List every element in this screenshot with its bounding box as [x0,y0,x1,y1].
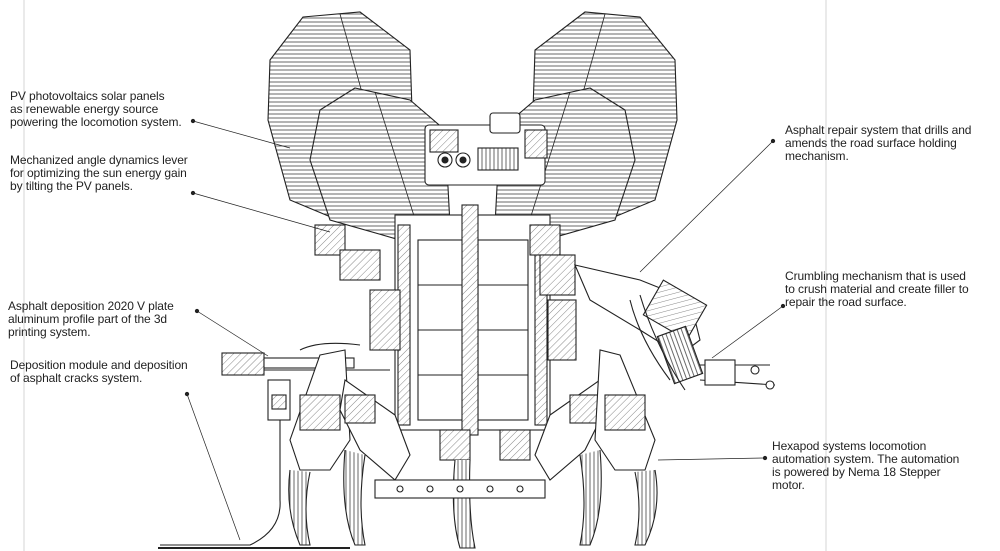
annotation-deposition-module: Deposition module and deposition of asph… [10,358,188,385]
solar-panel-left-front [309,87,451,241]
annotation-hexapod: Hexapod systems locomotion automation sy… [772,439,960,492]
annotation-angle-lever: Mechanized angle dynamics lever for opti… [10,153,188,193]
sensor-head [424,112,548,186]
annotation-repair-system: Asphalt repair system that drills and am… [785,123,972,163]
deposition-arm [158,342,390,549]
shoulder-joints [314,224,577,361]
annotation-asphalt-profile: Asphalt deposition 2020 V plate aluminum… [8,299,174,339]
annotation-crumbling: Crumbling mechanism that is used to crus… [785,269,969,309]
main-body [394,204,551,436]
annotation-pv-panels: PV photovoltaics solar panels as renewab… [10,89,182,129]
crumbling-arm [574,264,776,391]
leader-lines [184,118,786,541]
hexapod-legs [288,349,658,549]
